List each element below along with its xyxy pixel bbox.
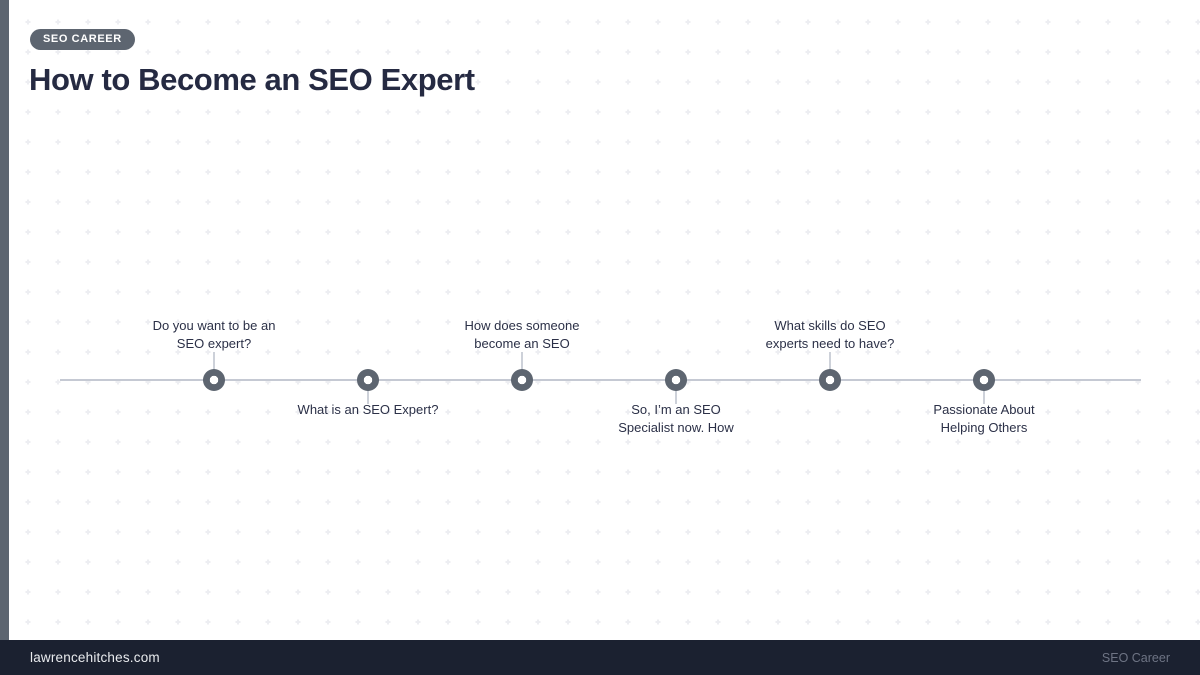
milestone-connector <box>829 352 831 370</box>
milestone-label-line: Specialist now. How <box>618 420 734 435</box>
milestone-label-line: become an SEO <box>474 336 570 351</box>
milestone-connector <box>675 390 677 404</box>
milestone-dot[interactable] <box>819 369 841 391</box>
milestone-dot[interactable] <box>511 369 533 391</box>
milestone-dot[interactable] <box>357 369 379 391</box>
milestone-label-line: SEO expert? <box>176 336 252 351</box>
left-accent-bar <box>0 0 9 640</box>
milestone-label: What is an SEO Expert? <box>298 401 439 419</box>
milestone-dot[interactable] <box>203 369 225 391</box>
footer-bar: lawrencehitches.com SEO Career <box>0 640 1200 675</box>
milestone-label: What skills do SEO experts need to have? <box>766 317 895 353</box>
milestone-connector <box>213 352 215 370</box>
milestone-label-line: experts need to have? <box>765 336 895 351</box>
page-title: How to Become an SEO Expert <box>29 62 475 97</box>
milestone-connector <box>367 390 369 404</box>
milestone-label-line: What is an SEO Expert? <box>297 402 439 417</box>
milestone-dot[interactable] <box>665 369 687 391</box>
milestone-label-line: Do you want to be an <box>152 318 276 333</box>
category-badge: SEO CAREER <box>30 29 135 50</box>
milestone-label-line: Helping Others <box>940 420 1028 435</box>
milestone-label-line: So, I’m an SEO <box>631 402 721 417</box>
milestone-label: Passionate About Helping Others <box>933 401 1034 437</box>
milestone-label: How does someone become an SEO <box>465 317 580 353</box>
milestone-connector <box>521 352 523 370</box>
timeline-axis-line <box>60 379 1141 381</box>
milestone-label: Do you want to be an SEO expert? <box>153 317 276 353</box>
milestone-label-line: How does someone <box>464 318 580 333</box>
footer-site-url: lawrencehitches.com <box>30 650 160 665</box>
milestone-label-line: What skills do SEO <box>774 318 886 333</box>
milestone-connector <box>983 390 985 404</box>
milestone-label: So, I’m an SEO Specialist now. How <box>618 401 734 437</box>
milestone-label-line: Passionate About <box>933 402 1035 417</box>
milestone-dot[interactable] <box>973 369 995 391</box>
footer-category-label: SEO Career <box>1101 650 1170 665</box>
